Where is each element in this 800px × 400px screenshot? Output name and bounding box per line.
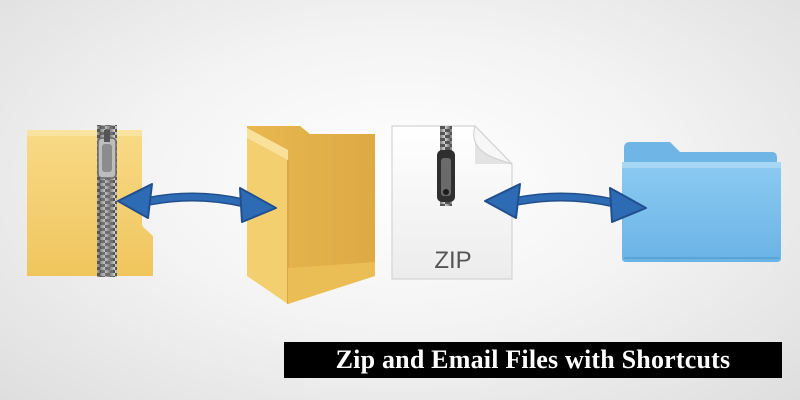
zip-file-label: ZIP xyxy=(434,247,471,274)
zip-file-icon: ZIP xyxy=(391,125,513,280)
open-folder-icon xyxy=(247,126,375,304)
caption-banner: Zip and Email Files with Shortcuts xyxy=(284,342,782,378)
double-headed-arrow-icon xyxy=(484,183,647,223)
blue-folder-icon xyxy=(622,142,781,262)
zipped-folder-icon xyxy=(27,125,153,277)
double-headed-arrow-icon xyxy=(117,183,277,223)
